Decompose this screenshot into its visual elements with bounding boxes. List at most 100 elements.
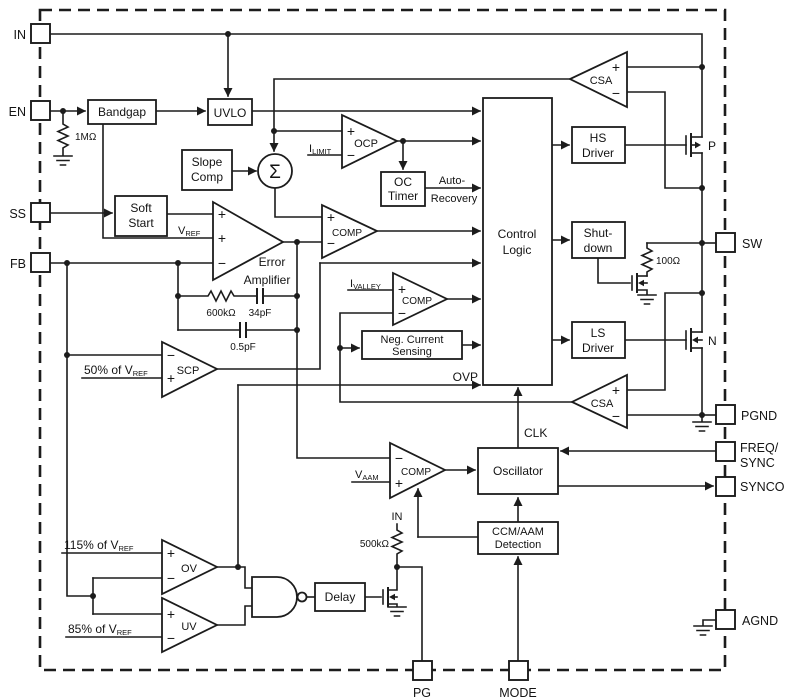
amplifier-csa-bottom (569, 373, 628, 430)
label-sd-1: Shut- (584, 226, 613, 240)
ground-icon (693, 625, 713, 636)
label-oscillator: Oscillator (493, 464, 543, 478)
value-05pf: 0.5pF (230, 342, 256, 353)
label-soft-1: Soft (130, 201, 152, 215)
pin-label-pg: PG (413, 686, 431, 700)
wire-csa-bot-plus (626, 292, 703, 391)
mosfet-n (685, 328, 703, 352)
comparator-ocp (341, 113, 400, 170)
polarity-marks: + + − + − + − + − + − − + − + + − + − + … (167, 59, 620, 646)
plus-icon: + (327, 209, 335, 225)
label-50pct-vref: 50% of VREF (84, 363, 148, 378)
minus-icon: − (347, 147, 355, 163)
resistor-500kohm (390, 523, 404, 568)
value-100ohm: 100Ω (656, 256, 681, 267)
block-slope-comp (181, 149, 233, 191)
minus-icon: − (327, 235, 335, 251)
label-nfet: N (708, 334, 717, 348)
pin-in (30, 23, 51, 44)
label-valley-comp: COMP (402, 296, 432, 307)
label-slope-1: Slope (192, 155, 223, 169)
plus-icon: + (218, 230, 226, 246)
comparator-ov (161, 538, 220, 596)
pin-label-sync: SYNC (740, 456, 775, 470)
label-ccm-1: CCM/AAM (492, 526, 544, 538)
plus-icon: + (398, 281, 406, 297)
nfet-arrow-icon (389, 593, 395, 601)
label-bandgap: Bandgap (98, 105, 146, 119)
pin-en (30, 100, 51, 121)
pin-label-freq: FREQ/ (740, 441, 779, 455)
pin-label-mode: MODE (499, 686, 537, 700)
label-uvlo: UVLO (214, 106, 247, 120)
plus-icon: + (612, 382, 620, 398)
wire-uv-nand (216, 605, 253, 626)
wire-csa-top-out (273, 78, 571, 132)
label-50pct-sub: REF (133, 369, 148, 378)
wire-shutdown-gate (597, 257, 631, 284)
minus-icon: − (218, 255, 226, 271)
block-soft-start (114, 195, 168, 237)
nand-bubble-icon (296, 591, 308, 603)
label-50pct-base: 50% of V (84, 363, 133, 377)
ground-icon (387, 606, 407, 617)
block-oscillator (477, 447, 559, 495)
minus-icon: − (167, 630, 175, 646)
label-auto-2: Recovery (431, 193, 478, 205)
label-aam-comp: COMP (401, 467, 431, 478)
label-ov: OV (181, 563, 198, 575)
label-auto-1: Auto- (439, 175, 466, 187)
label-pwm-comp: COMP (332, 228, 362, 239)
plus-icon: + (167, 606, 175, 622)
label-vref-sub: REF (185, 229, 200, 238)
label-85pct-sub: REF (117, 628, 132, 637)
label-115pct-vref: 115% of VREF (64, 538, 134, 553)
block-ccm-aam-detection (477, 521, 559, 555)
pin-fb (30, 252, 51, 273)
label-vref: VREF (178, 225, 201, 238)
wire-eaout-down (296, 241, 391, 459)
pin-label-pgnd: PGND (741, 409, 777, 423)
pin-freq-sync (715, 441, 736, 462)
wire-fb-down (66, 262, 94, 597)
pin-pg (412, 660, 433, 681)
label-pfet: P (708, 139, 716, 153)
label-115pct-sub: REF (118, 544, 133, 553)
ground-icon (692, 421, 712, 432)
resistor-1mohm (56, 110, 70, 156)
ic-boundary (38, 8, 727, 672)
wire-ov-nand (216, 566, 253, 589)
junction-dots (60, 31, 705, 599)
label-ovp: OVP (453, 370, 478, 384)
label-115pct-base: 115% of V (64, 538, 118, 552)
summing-node (257, 153, 293, 189)
pin-label-en: EN (9, 105, 26, 119)
label-hs-1: HS (590, 131, 607, 145)
label-vref-base: V (178, 225, 186, 237)
label-ccm-2: Detection (495, 539, 541, 551)
wire-vref (102, 124, 214, 239)
minus-icon: − (612, 408, 620, 424)
wires (49, 33, 717, 662)
plus-icon: + (612, 59, 620, 75)
block-hs-driver (571, 126, 626, 164)
label-clk: CLK (524, 426, 547, 440)
amplifier-csa-top (567, 50, 628, 109)
label-in-rail: IN (392, 511, 403, 523)
mosfet-shutdown (631, 273, 648, 295)
label-delay: Delay (325, 590, 356, 604)
wire-pg-net (396, 566, 423, 662)
label-85pct-vref: 85% of VREF (68, 622, 132, 637)
minus-icon: − (167, 570, 175, 586)
wire-csa-bot-return (339, 312, 573, 403)
nfet-arrow-icon (638, 279, 644, 287)
comparator-aam (389, 441, 448, 500)
pin-pgnd (715, 404, 736, 425)
label-ls-1: LS (591, 326, 606, 340)
mosfet-pg (382, 566, 398, 607)
label-ilimit-base: I (309, 143, 312, 155)
label-ls-2: Driver (582, 341, 614, 355)
block-uvlo (207, 98, 253, 126)
comparator-scp (161, 340, 220, 399)
